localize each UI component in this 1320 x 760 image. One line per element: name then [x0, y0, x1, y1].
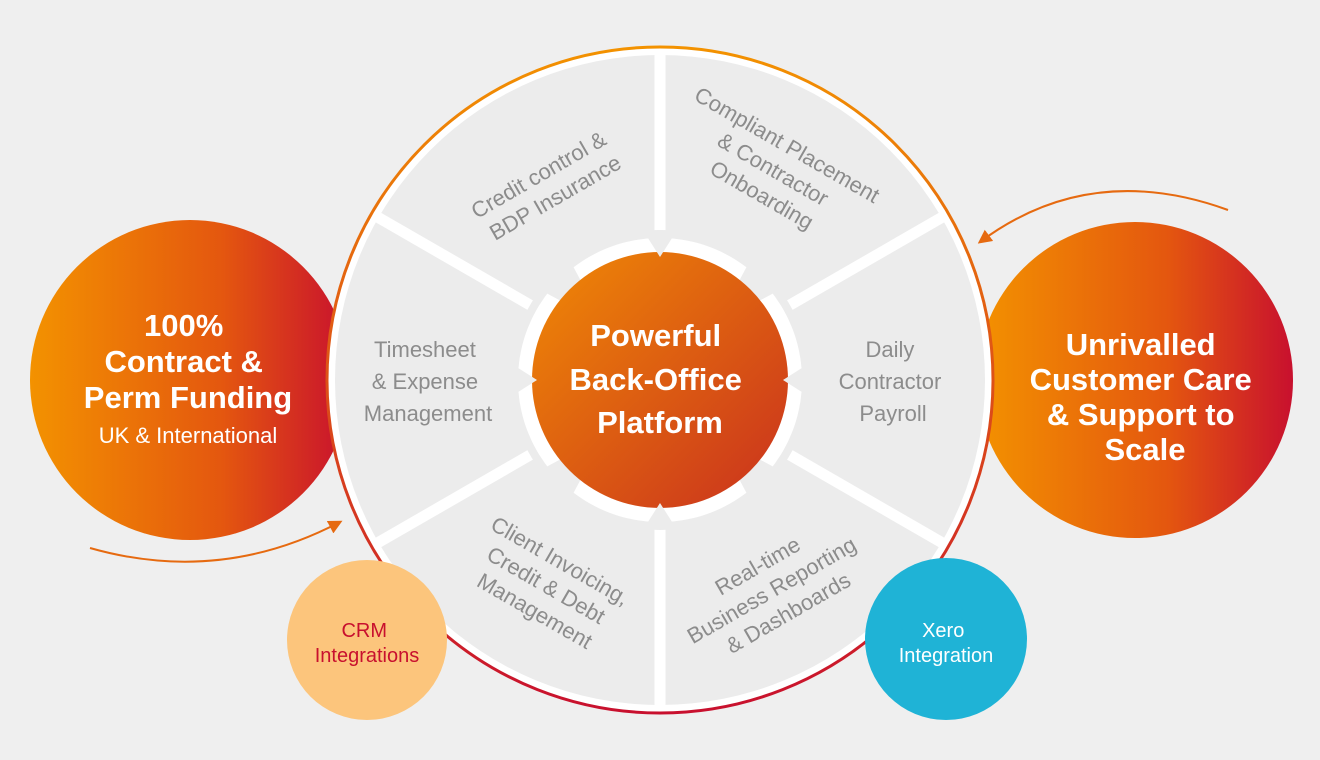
right-curved-arrow — [977, 190, 1229, 244]
segment-label-line: & Expense — [372, 369, 478, 394]
hub-title-line: Platform — [597, 405, 723, 440]
hub-title-line: Powerful — [590, 318, 721, 353]
hub-notch — [646, 503, 674, 525]
hub-notches — [515, 235, 805, 525]
hub-circle — [532, 252, 788, 508]
platform-hub: Powerful Back-Office Platform — [510, 230, 810, 530]
customer-care-title: Unrivalled Customer Care & Support to Sc… — [1030, 327, 1261, 467]
hub-title-line: Back-Office — [570, 362, 742, 397]
segment-label-line: Daily — [865, 337, 914, 362]
funding-title: 100% Contract & Perm Funding — [84, 308, 292, 415]
segment-label-line: Contractor — [839, 369, 942, 394]
funding-circle: 100% Contract & Perm Funding UK & Intern… — [30, 220, 350, 540]
xero-integration-bubble: Xero Integration — [865, 558, 1027, 720]
hub-notch — [646, 235, 674, 257]
segment-label-line: Payroll — [859, 401, 926, 426]
funding-title-line: Perm Funding — [84, 380, 292, 415]
xero-label: Xero Integration — [899, 620, 994, 667]
segment-daily-payroll: Daily Contractor Payroll — [839, 337, 948, 426]
funding-title-line: 100% — [144, 308, 223, 343]
segment-timesheet-expense: Timesheet & Expense Management — [364, 337, 492, 426]
care-title-line: & Support to — [1047, 397, 1235, 432]
crm-label: CRM Integrations — [315, 620, 420, 667]
crm-integrations-bubble: CRM Integrations — [287, 560, 447, 720]
care-title-line: Customer Care — [1030, 362, 1252, 397]
crm-label-line: Integrations — [315, 645, 420, 667]
care-title-line: Unrivalled — [1066, 327, 1216, 362]
hub-notch — [783, 366, 805, 394]
left-curved-arrow — [89, 520, 343, 563]
funding-subtitle: UK & International — [99, 423, 278, 448]
funding-title-line: Contract & — [104, 344, 262, 379]
hub-notch — [515, 366, 537, 394]
segment-label-line: Management — [364, 401, 492, 426]
customer-care-circle: Unrivalled Customer Care & Support to Sc… — [977, 222, 1293, 538]
hub-title: Powerful Back-Office Platform — [570, 318, 751, 440]
xero-label-line: Xero — [922, 620, 964, 642]
xero-label-line: Integration — [899, 645, 994, 667]
crm-label-line: CRM — [341, 620, 387, 642]
care-title-line: Scale — [1104, 432, 1185, 467]
segment-label-line: Timesheet — [374, 337, 476, 362]
